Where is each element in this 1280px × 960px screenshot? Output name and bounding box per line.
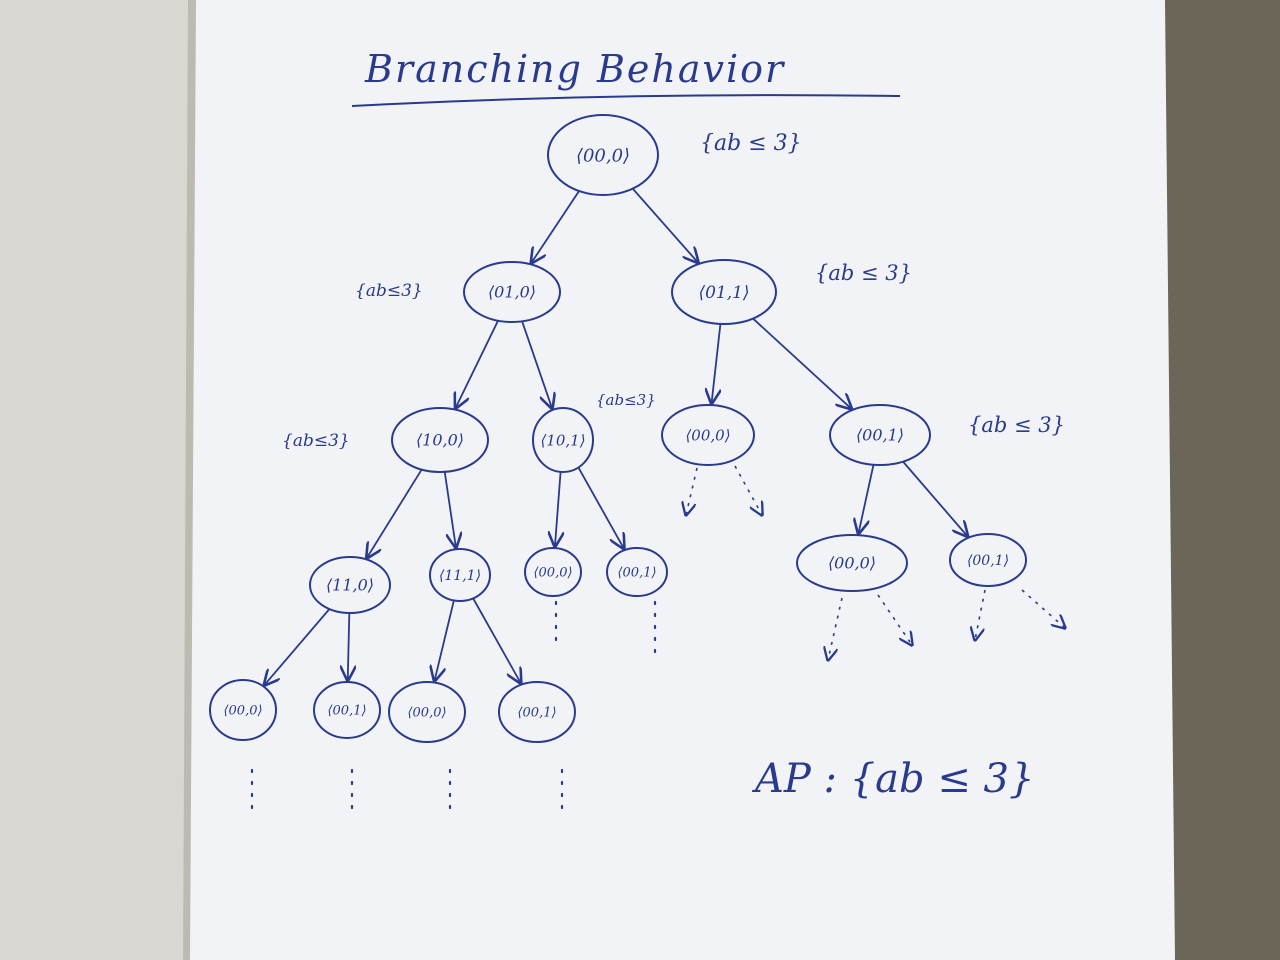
state-node: ⟨01,1⟩ {ab ≤ 3} bbox=[671, 259, 912, 325]
state-ellipse bbox=[209, 679, 277, 741]
title-underline bbox=[351, 94, 901, 107]
edge-n1-n3 bbox=[456, 320, 499, 408]
continuation-arrow bbox=[1021, 589, 1065, 628]
state-ellipse bbox=[524, 547, 582, 597]
state-ellipse bbox=[429, 548, 491, 602]
edge-n7-n13 bbox=[265, 608, 331, 685]
state-ellipse bbox=[547, 114, 659, 196]
state-node: ⟨00,0⟩ bbox=[796, 534, 908, 592]
continuation-arrow bbox=[734, 465, 762, 515]
state-ellipse bbox=[829, 404, 931, 466]
state-node: ⟨10,1⟩ {ab≤3} bbox=[532, 391, 656, 473]
edge-n8-n16 bbox=[472, 597, 520, 682]
state-node: ⟨00,1⟩ bbox=[949, 533, 1027, 587]
left-page bbox=[0, 0, 205, 960]
transition-edges bbox=[265, 188, 968, 685]
edge-n3-n8 bbox=[443, 471, 456, 547]
edge-n2-n6 bbox=[752, 317, 851, 409]
continuation-arrow bbox=[877, 594, 912, 645]
state-label: ⟨00,1⟩ bbox=[517, 706, 556, 721]
state-label: ⟨10,1⟩ bbox=[540, 431, 585, 449]
state-node: ⟨11,0⟩ bbox=[309, 556, 391, 614]
edge-n4-n9 bbox=[555, 471, 561, 546]
state-label: ⟨00,0⟩ bbox=[533, 566, 572, 581]
state-label: ⟨10,0⟩ bbox=[416, 431, 464, 450]
state-label: ⟨00,0⟩ bbox=[223, 704, 262, 719]
state-ellipse bbox=[661, 404, 755, 466]
edge-n8-n15 bbox=[435, 600, 455, 680]
state-node: ⟨00,0⟩ bbox=[209, 679, 277, 741]
edge-n0-n2 bbox=[632, 188, 698, 263]
edge-n4-n10 bbox=[577, 467, 623, 548]
label-set-annotation: {ab ≤ 3} bbox=[815, 261, 912, 285]
state-node: ⟨10,0⟩ {ab≤3} bbox=[282, 407, 489, 473]
state-ellipse bbox=[532, 407, 594, 473]
state-ellipse bbox=[313, 681, 381, 739]
state-label: ⟨11,1⟩ bbox=[439, 568, 481, 584]
state-label: ⟨00,1⟩ bbox=[617, 566, 656, 581]
label-set-annotation: {ab≤3} bbox=[282, 431, 350, 451]
state-ellipse bbox=[671, 259, 777, 325]
label-set-annotation: {ab≤3} bbox=[355, 281, 423, 301]
label-set-annotation: {ab≤3} bbox=[596, 391, 656, 409]
state-ellipse bbox=[949, 533, 1027, 587]
edge-n3-n7 bbox=[367, 469, 423, 558]
state-label: ⟨01,0⟩ bbox=[488, 283, 536, 302]
state-ellipse bbox=[463, 261, 561, 323]
edge-n6-n11 bbox=[859, 464, 875, 533]
state-label: ⟨01,1⟩ bbox=[698, 283, 749, 303]
state-ellipse bbox=[606, 547, 668, 597]
state-node: ⟨00,1⟩ bbox=[498, 681, 576, 743]
state-node: ⟨00,1⟩ bbox=[606, 547, 668, 597]
state-label: ⟨00,1⟩ bbox=[856, 426, 904, 445]
state-label: ⟨11,0⟩ bbox=[326, 576, 374, 595]
state-node: ⟨11,1⟩ bbox=[429, 548, 491, 602]
state-node: ⟨00,1⟩ bbox=[313, 681, 381, 739]
state-node: ⟨00,1⟩ {ab ≤ 3} bbox=[829, 404, 1065, 466]
edge-n2-n5 bbox=[712, 323, 722, 403]
edge-n6-n12 bbox=[902, 461, 967, 536]
state-ellipse bbox=[388, 681, 466, 743]
edge-n7-n14 bbox=[348, 612, 350, 680]
state-ellipse bbox=[391, 407, 489, 473]
edge-n0-n1 bbox=[532, 190, 580, 263]
atomic-propositions-label: AP : {ab ≤ 3} bbox=[751, 756, 1034, 802]
state-node: ⟨00,0⟩ bbox=[661, 404, 755, 466]
state-label: ⟨00,1⟩ bbox=[967, 553, 1009, 569]
state-label: ⟨00,1⟩ bbox=[327, 704, 366, 719]
state-label: ⟨00,0⟩ bbox=[407, 706, 446, 721]
label-set-annotation: {ab ≤ 3} bbox=[968, 413, 1065, 437]
diagram-title: Branching Behavior bbox=[364, 47, 786, 91]
continuation-arrow bbox=[828, 597, 843, 660]
state-node: ⟨00,0⟩ bbox=[388, 681, 466, 743]
state-nodes: ⟨00,0⟩ {ab ≤ 3} ⟨01,0⟩ {ab≤3} ⟨01,1⟩ {ab ≤ 3}… bbox=[209, 114, 1065, 743]
state-node: ⟨00,0⟩ bbox=[524, 547, 582, 597]
state-node: ⟨01,0⟩ {ab≤3} bbox=[355, 261, 561, 323]
state-ellipse bbox=[498, 681, 576, 743]
edge-n1-n4 bbox=[521, 321, 552, 408]
label-set-annotation: {ab ≤ 3} bbox=[700, 131, 802, 156]
state-label: ⟨00,0⟩ bbox=[685, 426, 730, 444]
state-ellipse bbox=[309, 556, 391, 614]
continuation-dots bbox=[250, 465, 1065, 812]
state-label: ⟨00,0⟩ bbox=[576, 145, 630, 166]
state-ellipse bbox=[796, 534, 908, 592]
paper-sheet bbox=[190, 0, 1175, 960]
state-node: ⟨00,0⟩ {ab ≤ 3} bbox=[547, 114, 802, 196]
state-label: ⟨00,0⟩ bbox=[828, 554, 876, 573]
